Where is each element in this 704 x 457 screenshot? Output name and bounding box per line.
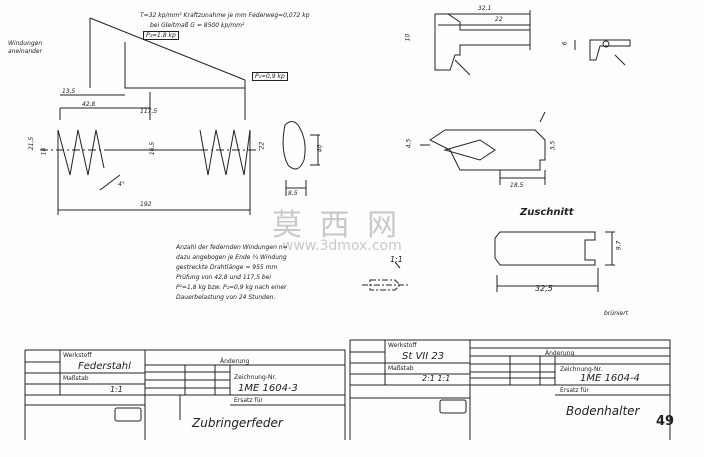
force-diagram-axes [124, 42, 245, 89]
bracket-front-view [429, 129, 546, 171]
right-ersatz: Ersatz für [560, 387, 589, 394]
title-block-right-frame [349, 339, 671, 440]
left-werkstoff-label: Werkstoff [63, 352, 92, 359]
dim-13-5: 13,5 [62, 88, 76, 95]
dim-192 [57, 180, 251, 215]
spring-coils-right [199, 129, 251, 180]
spring-text-l2: dazu angebogen je Ende ¾ Windung [176, 254, 287, 261]
left-werkstoff: Federstahl [78, 361, 131, 372]
zuschnitt-label: Zuschnitt [520, 207, 574, 218]
dim-18-5: 18,5 [510, 182, 524, 189]
left-zeichnung-label: Zeichnung-Nr. [234, 374, 277, 381]
spring-end-view [282, 121, 306, 170]
force-line [89, 17, 246, 81]
dim-32-5: 32,5 [535, 284, 553, 293]
dim-117-5: 117,5 [140, 108, 158, 115]
dim-18: 18 [40, 147, 48, 156]
right-aenderung: Änderung [545, 350, 575, 357]
dim-42-8: 42,8 [82, 101, 96, 108]
scale-1to1-label: 1:1 [390, 255, 403, 264]
left-part-name: Zubringerfeder [192, 416, 283, 430]
right-zeichnung: 1ME 1604-4 [580, 373, 640, 384]
dim-192: 192 [140, 201, 152, 208]
watermark-url: www.3dmox.com [282, 238, 402, 254]
left-massstab: 1:1 [110, 385, 123, 394]
dim-4-5: 4,5 [405, 138, 413, 149]
bracket-side-view [589, 39, 631, 61]
dim-21-5: 21,5 [28, 136, 36, 151]
right-part-name: Bodenhalter [566, 404, 640, 418]
spring-text-l3: gestreckte Drahtlänge ≈ 955 mm [176, 264, 278, 271]
right-werkstoff-label: Werkstoff [388, 342, 417, 349]
dim-10: 10 [404, 33, 412, 42]
zuschnitt-blank [494, 231, 596, 266]
small-part-1to1 [362, 279, 410, 291]
bracket-top-view [434, 13, 531, 71]
force-low-label: P₁=0,9 kp [252, 72, 288, 81]
spring-text-l4: Prüfung von 42,8 und 117,5 bei [176, 274, 272, 281]
left-aenderung: Änderung [220, 358, 250, 365]
spring-note-line1: T=32 kp/mm² Kraftzunahme je mm Federweg=… [140, 12, 310, 19]
dim-22: 22 [258, 141, 266, 150]
dim-b22: 22 [495, 16, 503, 23]
spring-text-l6: Dauerbelastung von 24 Stunden. [176, 294, 276, 301]
dim-8-5: 8,5 [288, 190, 298, 197]
windings-label: Windungen aneinander [8, 40, 43, 55]
title-block-left-frame [24, 349, 346, 440]
spring-text-l5: P¹=1,8 kg bzw. P₂=0,9 kg nach einer [176, 284, 287, 291]
watermark-cn: 莫 西 网 [272, 208, 402, 243]
dim-3-5: 3,5 [549, 140, 557, 151]
spring-text-l1: Anzahl der federnden Windungen n= [176, 244, 288, 251]
dim-angle: 4° [118, 181, 125, 188]
dim-9-7: 9,7 [615, 240, 623, 251]
spring-leader [99, 174, 121, 191]
right-zeichnung-label: Zeichnung-Nr. [560, 366, 603, 373]
dim-40: 40 [316, 144, 324, 153]
dim-16-5: 16,5 [149, 141, 157, 156]
force-high-label: P₂=1,8 kp [143, 31, 179, 40]
bruniert-label: brüniert [604, 310, 629, 317]
spring-note-line2: bei Gleitmaß G = 8500 kp/mm² [150, 22, 245, 29]
spring-coils-left [57, 129, 105, 180]
left-ersatz: Ersatz für [234, 397, 263, 404]
right-werkstoff: St VII 23 [402, 351, 445, 362]
left-zeichnung: 1ME 1604-3 [238, 383, 298, 394]
page-number: 49 [656, 414, 675, 429]
dim-32-1: 32,1 [478, 5, 492, 12]
dim-6: 6 [561, 41, 569, 46]
right-massstab-label: Maßstab [388, 365, 414, 372]
left-massstab-label: Maßstab [63, 375, 89, 382]
dim-325 [496, 268, 599, 292]
right-massstab: 2:1 1:1 [422, 374, 451, 383]
